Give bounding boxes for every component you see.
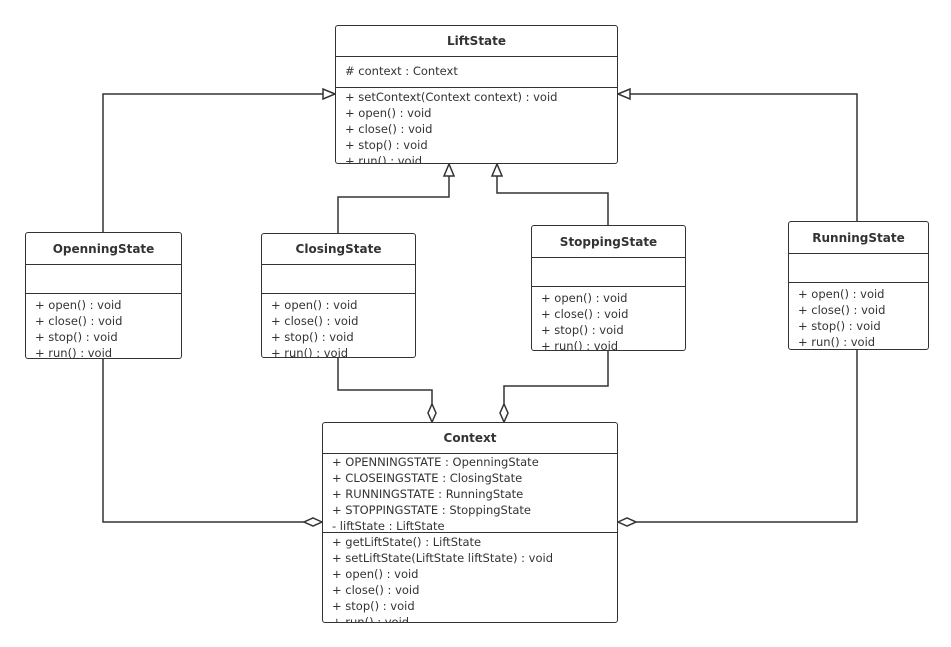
operation: + close() : void xyxy=(271,314,359,328)
operation: + stop() : void xyxy=(271,330,354,344)
aggregation-diamond xyxy=(302,517,324,527)
operation: + close() : void xyxy=(345,122,433,136)
class-name: LiftState xyxy=(336,26,617,57)
generalization-stopping xyxy=(496,176,609,225)
operation: + run() : void xyxy=(541,339,619,351)
operation: + run() : void xyxy=(332,615,410,623)
operation: + close() : void xyxy=(798,303,886,317)
operation: + open() : void xyxy=(35,298,122,312)
class-openning[interactable]: OpenningState + open() : void + close() : … xyxy=(25,232,182,359)
class-name: ClosingState xyxy=(262,234,415,265)
generalization-arrowhead xyxy=(322,87,337,101)
aggregation-stopping xyxy=(503,351,609,404)
class-name: OpenningState xyxy=(26,233,181,265)
operation: + stop() : void xyxy=(35,330,118,344)
operation: + open() : void xyxy=(541,291,628,305)
operation: + open() : void xyxy=(271,298,358,312)
class-closing[interactable]: ClosingState + open() : void + close() : v… xyxy=(261,233,416,358)
operation: + open() : void xyxy=(332,567,419,581)
operation: + run() : void xyxy=(798,335,876,349)
class-running[interactable]: RunningState + open() : void + close() : v… xyxy=(788,221,929,350)
class-liftstate[interactable]: LiftState # context : Context + setContext… xyxy=(335,25,618,164)
operation: + run() : void xyxy=(345,154,423,164)
aggregation-openning xyxy=(102,359,304,523)
operation: + stop() : void xyxy=(798,319,881,333)
attributes-compartment xyxy=(26,265,181,294)
operations-compartment: + open() : void + close() : void + stop() … xyxy=(26,294,181,359)
operations-compartment: + open() : void + close() : void + stop() … xyxy=(532,287,685,351)
operation: + stop() : void xyxy=(345,138,428,152)
operation: + close() : void xyxy=(541,307,629,321)
operation: + open() : void xyxy=(345,106,432,120)
operation: + stop() : void xyxy=(541,323,624,337)
class-name: StoppingState xyxy=(532,226,685,258)
generalization-openning xyxy=(102,93,323,232)
operations-compartment: + setContext(Context context) : void + op… xyxy=(336,88,617,164)
operation: + run() : void xyxy=(35,346,113,359)
operation: + open() : void xyxy=(798,287,885,301)
generalization-arrowhead xyxy=(616,87,631,101)
aggregation-diamond xyxy=(499,402,509,424)
class-name: Context xyxy=(323,423,617,454)
operation: + getLiftState() : LiftState xyxy=(332,535,482,549)
generalization-running xyxy=(630,93,858,221)
attribute: - liftState : LiftState xyxy=(332,519,445,533)
attribute: # context : Context xyxy=(345,64,458,78)
attribute: + STOPPINGSTATE : StoppingState xyxy=(332,503,531,517)
attributes-compartment: + OPENNINGSTATE : OpenningState + CLOSEIN… xyxy=(323,454,617,533)
operations-compartment: + getLiftState() : LiftState + setLiftSta… xyxy=(323,533,617,623)
class-name: RunningState xyxy=(789,222,928,254)
operation: + stop() : void xyxy=(332,599,415,613)
aggregation-diamond xyxy=(427,402,437,424)
attributes-compartment xyxy=(532,258,685,287)
aggregation-diamond xyxy=(616,517,638,527)
attributes-compartment xyxy=(789,254,928,283)
operations-compartment: + open() : void + close() : void + stop() … xyxy=(262,294,415,358)
generalization-arrowhead xyxy=(442,162,456,177)
class-context[interactable]: Context+ OPENNINGSTATE : OpenningState+ … xyxy=(322,422,618,623)
aggregation-closing xyxy=(337,358,433,404)
attributes-compartment: # context : Context xyxy=(336,57,617,88)
operation: + setContext(Context context) : void xyxy=(345,90,558,104)
attribute: + OPENNINGSTATE : OpenningState xyxy=(332,455,539,469)
operations-compartment: + open() : void + close() : void + stop() … xyxy=(789,283,928,349)
attribute: + CLOSEINGSTATE : ClosingState xyxy=(332,471,523,485)
operation: + close() : void xyxy=(332,583,420,597)
operation: + setLiftState(LiftState liftState) : vo… xyxy=(332,551,553,565)
class-stopping[interactable]: StoppingState + open() : void + close() : … xyxy=(531,225,686,351)
operation: + close() : void xyxy=(35,314,123,328)
aggregation-running xyxy=(636,350,858,523)
operation: + run() : void xyxy=(271,346,349,358)
attributes-compartment xyxy=(262,265,415,294)
generalization-closing xyxy=(337,176,450,233)
attribute: + RUNNINGSTATE : RunningState xyxy=(332,487,524,501)
generalization-arrowhead xyxy=(490,162,504,177)
